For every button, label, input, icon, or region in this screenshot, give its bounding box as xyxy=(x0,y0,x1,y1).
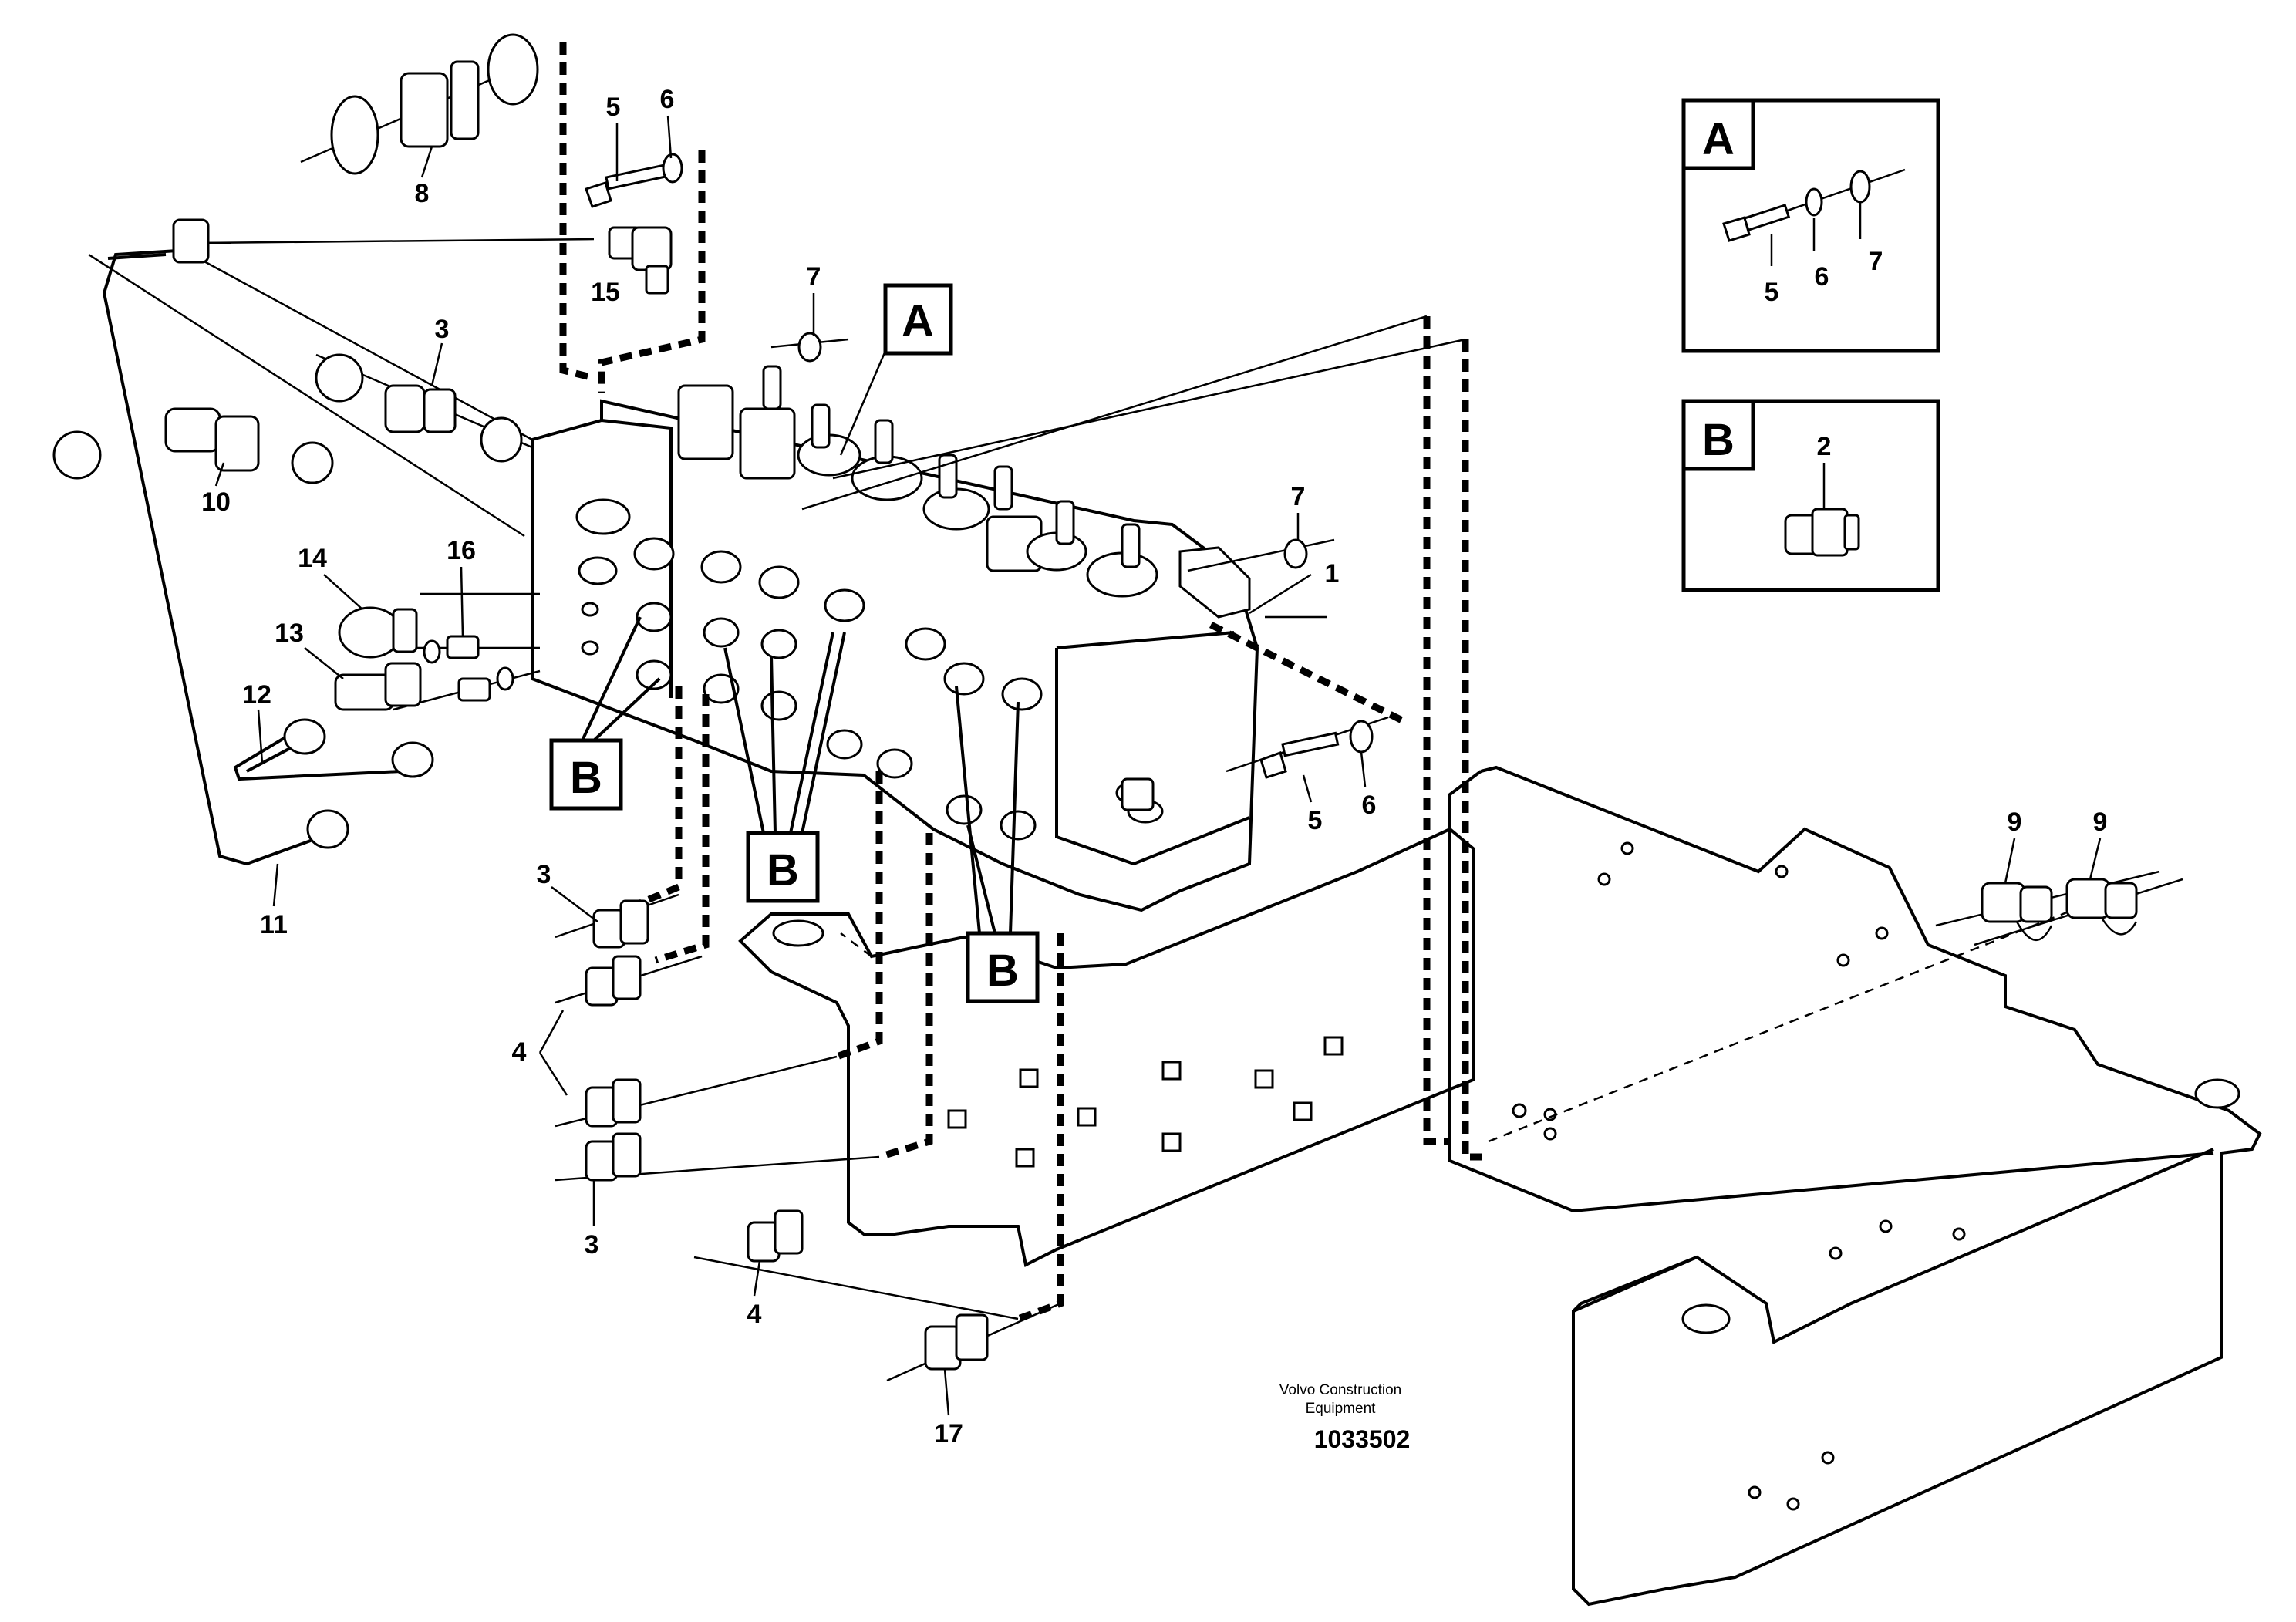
detail-a-part-7: 7 xyxy=(1869,247,1883,276)
part-label-6-top: 6 xyxy=(660,85,675,114)
detail-box-a: A 5 6 7 xyxy=(1681,98,1940,353)
part-label-3-bottom: 3 xyxy=(585,1230,599,1259)
assembly-lines xyxy=(559,42,2083,1323)
detail-a-seal-icon xyxy=(1849,170,1871,204)
detail-a-bolt-icon xyxy=(1722,204,1791,242)
callout-label: B xyxy=(570,753,602,803)
callout-label: B xyxy=(767,845,799,895)
support-bracket xyxy=(738,827,1475,1267)
document-number: 1033502 xyxy=(1314,1425,1411,1453)
callout-b-3: B xyxy=(955,686,1040,1003)
callout-b-2: B xyxy=(723,632,846,903)
end-cover-lug xyxy=(1178,546,1251,619)
detail-box-b: B 2 xyxy=(1681,399,1940,592)
valve-sections xyxy=(633,537,1043,841)
detail-a-label: A xyxy=(1702,114,1735,164)
part-label-4-left: 4 xyxy=(512,1037,527,1067)
control-valve-body xyxy=(531,365,1259,912)
part-label-15: 15 xyxy=(591,278,620,307)
plug-14-icon xyxy=(338,606,418,659)
detail-b-part-2: 2 xyxy=(1817,432,1832,461)
part-label-10: 10 xyxy=(201,487,231,517)
part-label-7-right: 7 xyxy=(1291,482,1306,511)
hydraulic-pipes xyxy=(102,249,402,866)
part-label-1: 1 xyxy=(1325,559,1340,588)
washer-7-icon xyxy=(797,332,1308,569)
part-label-4-bottom: 4 xyxy=(747,1300,762,1329)
part-label-14: 14 xyxy=(298,544,327,573)
fitting-3-top-icon xyxy=(315,353,523,463)
callout-a-main: A xyxy=(839,283,953,456)
part-label-12: 12 xyxy=(242,680,271,710)
part-label-17: 17 xyxy=(934,1419,963,1448)
part-label-5-right: 5 xyxy=(1308,806,1323,835)
callout-label: A xyxy=(902,296,934,346)
restrictor-16-icon xyxy=(423,635,514,702)
callout-label: B xyxy=(986,946,1019,996)
adapter-13-icon xyxy=(334,662,422,711)
credit-line-1: Volvo Construction xyxy=(1279,1382,1401,1398)
quick-couplings-9-icon xyxy=(1981,878,2138,942)
detail-a-part-5: 5 xyxy=(1765,278,1779,307)
part-label-13: 13 xyxy=(275,619,304,648)
part-label-5-top: 5 xyxy=(606,93,621,122)
part-label-6-right: 6 xyxy=(1362,791,1377,820)
credit-line-2: Equipment xyxy=(1306,1401,1377,1417)
part-label-3-mid: 3 xyxy=(537,860,551,889)
bolt-5-top-icon xyxy=(585,153,683,208)
valve-spool-caps xyxy=(677,365,1158,598)
mounting-frame xyxy=(1448,765,2262,1607)
part-label-3-top: 3 xyxy=(435,315,450,344)
part-label-9-left: 9 xyxy=(2008,808,2022,837)
elbow-15-icon xyxy=(608,226,673,295)
part-label-11: 11 xyxy=(260,910,288,939)
part-label-16: 16 xyxy=(447,536,476,565)
detail-b-label: B xyxy=(1702,415,1735,465)
elbow-10-icon xyxy=(52,407,334,484)
fittings-3-4-left-icon xyxy=(585,899,989,1371)
detail-a-part-6: 6 xyxy=(1815,262,1829,292)
detail-a-washer-icon xyxy=(1805,187,1823,217)
part-label-7-top: 7 xyxy=(807,262,821,292)
callout-b-1: B xyxy=(549,616,661,811)
pipe-nuts-icon xyxy=(172,218,434,849)
part-label-9-right: 9 xyxy=(2093,808,2108,837)
detail-b-plug-icon xyxy=(1784,508,1860,557)
part-label-8: 8 xyxy=(415,179,430,208)
bolt-5-right-icon xyxy=(1259,720,1374,779)
fitting-8-icon xyxy=(330,33,539,175)
